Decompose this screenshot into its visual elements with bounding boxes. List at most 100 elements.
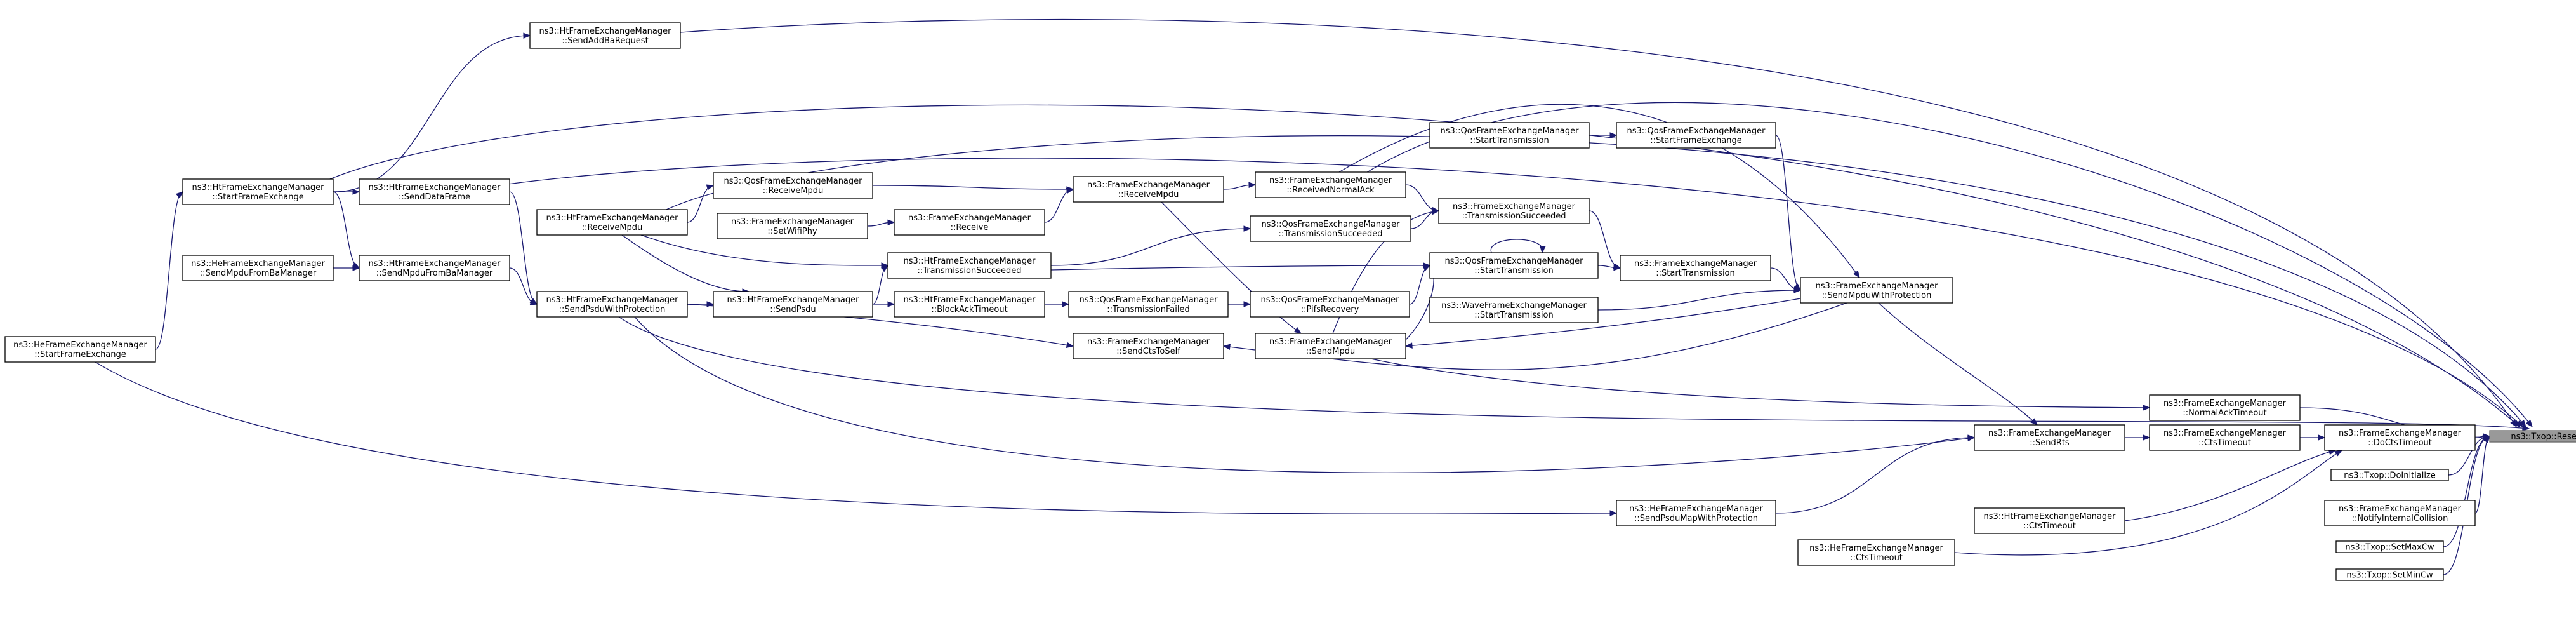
node-label-line: ns3::HeFrameExchangeManager bbox=[191, 259, 325, 269]
edge-ht_receivempdu-to-ht_txsucceeded bbox=[640, 234, 889, 269]
node-he_startfe[interactable]: ns3::HeFrameExchangeManager::StartFrameE… bbox=[4, 336, 156, 363]
node-ht_senddataframe[interactable]: ns3::HtFrameExchangeManager::SendDataFra… bbox=[359, 178, 510, 205]
node-txop_doinit[interactable]: ns3::Txop::DoInitialize bbox=[2330, 469, 2449, 481]
node-box bbox=[2335, 540, 2444, 553]
arrowhead bbox=[2318, 434, 2326, 441]
edge-ht_senddataframe-to-ht_sendpsduwithprot bbox=[509, 191, 538, 305]
node-label-line: ns3::HeFrameExchangeManager bbox=[1809, 544, 1943, 553]
edge-fem_receivednormalack-to-fem_txsucceeded bbox=[1405, 184, 1440, 213]
arrowhead bbox=[887, 219, 895, 226]
arrowhead bbox=[1404, 342, 1413, 349]
node-fem_sendmpduwithprot[interactable]: ns3::FrameExchangeManager::SendMpduWithP… bbox=[1800, 277, 1953, 304]
edge-ht_receivempdu-to-qos_receivempdu bbox=[687, 184, 715, 223]
node-he_ctstimeout[interactable]: ns3::HeFrameExchangeManager::CtsTimeout bbox=[1797, 539, 1955, 566]
node-label-line: ns3::Txop::ResetCw bbox=[2511, 432, 2576, 442]
node-qos_starttx_b[interactable]: ns3::QosFrameExchangeManager::StartTrans… bbox=[1429, 252, 1599, 279]
arrowhead bbox=[1609, 132, 1618, 138]
node-box bbox=[359, 255, 510, 281]
node-fem_receive[interactable]: ns3::FrameExchangeManager::Receive bbox=[894, 209, 1045, 236]
arrowhead bbox=[352, 265, 360, 271]
node-label-line: ns3::FrameExchangeManager bbox=[1087, 337, 1210, 347]
node-box bbox=[1250, 215, 1411, 242]
node-wave_starttx[interactable]: ns3::WaveFrameExchangeManager::StartTran… bbox=[1429, 297, 1599, 323]
node-fem_setwifiphy[interactable]: ns3::FrameExchangeManager::SetWifiPhy bbox=[717, 213, 868, 239]
node-label-line: ::SendRts bbox=[2030, 438, 2070, 448]
node-box bbox=[887, 252, 1052, 279]
arrowhead bbox=[1540, 246, 1546, 254]
node-qos_startfe[interactable]: ns3::QosFrameExchangeManager::StartFrame… bbox=[1616, 122, 1776, 149]
node-label-line: ::NotifyInternalCollision bbox=[2352, 514, 2448, 523]
node-txop_setmincw[interactable]: ns3::Txop::SetMinCw bbox=[2335, 568, 2444, 581]
node-label-line: ::SetWifiPhy bbox=[767, 227, 817, 236]
node-ht_sendmpdufromba[interactable]: ns3::HtFrameExchangeManager::SendMpduFro… bbox=[359, 255, 510, 281]
arrowhead bbox=[1967, 434, 1976, 441]
node-ht_blockacktimeout[interactable]: ns3::HtFrameExchangeManager::BlockAckTim… bbox=[894, 291, 1045, 318]
node-label-line: ::SendPsduMapWithProtection bbox=[1634, 514, 1758, 523]
node-ht_sendpsduwithprot[interactable]: ns3::HtFrameExchangeManager::SendPsduWit… bbox=[536, 291, 688, 318]
node-fem_receivednormalack[interactable]: ns3::FrameExchangeManager::ReceivedNorma… bbox=[1255, 171, 1406, 198]
edge-he_sendpsdumap-to-fem_sendrts bbox=[1775, 434, 1976, 514]
node-fem_normalacktimeout[interactable]: ns3::FrameExchangeManager::NormalAckTime… bbox=[2149, 394, 2301, 421]
edge-he_startfe-to-he_sendpsdumap bbox=[95, 361, 1618, 516]
node-fem_notifyintcoll[interactable]: ns3::FrameExchangeManager::NotifyInterna… bbox=[2324, 500, 2476, 526]
node-box bbox=[2335, 568, 2444, 581]
node-fem_sendctstoself[interactable]: ns3::FrameExchangeManager::SendCtsToSelf bbox=[1073, 333, 1224, 359]
node-box bbox=[1616, 500, 1776, 526]
arrowhead bbox=[2525, 419, 2533, 428]
node-ht_startfe[interactable]: ns3::HtFrameExchangeManager::StartFrameE… bbox=[182, 178, 334, 205]
node-fem_starttx[interactable]: ns3::FrameExchangeManager::StartTransmis… bbox=[1620, 255, 1771, 281]
node-fem_txsucceeded[interactable]: ns3::FrameExchangeManager::TransmissionS… bbox=[1438, 198, 1590, 224]
node-ht_ctstimeout[interactable]: ns3::HtFrameExchangeManager::CtsTimeout bbox=[1974, 507, 2125, 534]
arrowhead bbox=[1066, 342, 1074, 348]
node-label-line: ::StartTransmission bbox=[1474, 311, 1554, 320]
edge-fem_ctstimeout-to-fem_doctstimeout bbox=[2300, 434, 2326, 441]
edge-fem_sendmpdu-to-fem_normalacktimeout bbox=[1370, 358, 2151, 411]
node-label-line: ::CtsTimeout bbox=[1850, 553, 1903, 563]
node-ht_receivempdu[interactable]: ns3::HtFrameExchangeManager::ReceiveMpdu bbox=[536, 209, 688, 236]
node-label-line: ns3::QosFrameExchangeManager bbox=[723, 177, 862, 186]
node-label-line: ns3::HtFrameExchangeManager bbox=[539, 27, 672, 36]
arrowhead bbox=[880, 265, 889, 272]
node-label-line: ns3::HtFrameExchangeManager bbox=[1984, 512, 2117, 521]
arrowhead bbox=[2143, 434, 2151, 441]
node-fem_receivempdu[interactable]: ns3::FrameExchangeManager::ReceiveMpdu bbox=[1073, 176, 1224, 203]
node-box bbox=[1073, 176, 1224, 203]
node-fem_sendmpdu[interactable]: ns3::FrameExchangeManager::SendMpdu bbox=[1255, 333, 1406, 359]
node-qos_pifsrecovery[interactable]: ns3::QosFrameExchangeManager::PifsRecove… bbox=[1250, 291, 1410, 318]
node-ht_txsucceeded[interactable]: ns3::HtFrameExchangeManager::Transmissio… bbox=[887, 252, 1052, 279]
node-label-line: ns3::FrameExchangeManager bbox=[1634, 259, 1757, 269]
node-he_sendmpdufromba[interactable]: ns3::HeFrameExchangeManager::SendMpduFro… bbox=[182, 255, 334, 281]
node-label-line: ::ReceiveMpdu bbox=[1118, 190, 1179, 199]
node-txop_setmaxcw[interactable]: ns3::Txop::SetMaxCw bbox=[2335, 540, 2444, 553]
arrowhead bbox=[352, 189, 360, 195]
edge-he_sendmpdufromba-to-ht_sendmpdufromba bbox=[333, 265, 360, 271]
node-fem_sendrts[interactable]: ns3::FrameExchangeManager::SendRts bbox=[1974, 424, 2125, 451]
edge-fem_sendmpduwithprot-to-fem_sendmpdu bbox=[1404, 298, 1801, 349]
arrowhead bbox=[2143, 405, 2151, 411]
node-box bbox=[717, 213, 868, 239]
node-box bbox=[1974, 424, 2125, 451]
node-qos_receivempdu[interactable]: ns3::QosFrameExchangeManager::ReceiveMpd… bbox=[713, 172, 873, 199]
node-ht_sendpsdu[interactable]: ns3::HtFrameExchangeManager::SendPsdu bbox=[713, 291, 873, 318]
node-fem_ctstimeout[interactable]: ns3::FrameExchangeManager::CtsTimeout bbox=[2149, 424, 2301, 451]
node-label-line: ns3::FrameExchangeManager bbox=[731, 217, 854, 227]
arrowhead bbox=[1853, 270, 1860, 279]
node-he_sendpsdumap[interactable]: ns3::HeFrameExchangeManager::SendPsduMap… bbox=[1616, 500, 1776, 526]
node-label-line: ns3::FrameExchangeManager bbox=[1453, 202, 1576, 211]
node-label-line: ::SendMpduFromBaManager bbox=[200, 269, 317, 278]
node-qos_starttx_a[interactable]: ns3::QosFrameExchangeManager::StartTrans… bbox=[1429, 122, 1590, 149]
node-label-line: ::SendMpduFromBaManager bbox=[376, 269, 493, 278]
edge-qos_receivempdu-to-fem_receivempdu bbox=[872, 185, 1074, 192]
node-qos_txfailed[interactable]: ns3::QosFrameExchangeManager::Transmissi… bbox=[1068, 291, 1229, 318]
node-sendaddba[interactable]: ns3::HtFrameExchangeManager::SendAddBaRe… bbox=[529, 22, 681, 49]
node-fem_doctstimeout[interactable]: ns3::FrameExchangeManager::DoCtsTimeout bbox=[2324, 424, 2476, 451]
node-label-line: ns3::WaveFrameExchangeManager bbox=[1441, 301, 1587, 311]
node-qos_txsucceeded[interactable]: ns3::QosFrameExchangeManager::Transmissi… bbox=[1250, 215, 1411, 242]
node-box bbox=[182, 255, 334, 281]
node-box bbox=[894, 209, 1045, 236]
edge-fem_sendmpduwithprot-to-fem_sendrts bbox=[1878, 302, 2038, 426]
edge-ht_receivempdu-to-ht_sendpsdu bbox=[621, 234, 750, 295]
node-label-line: ns3::HtFrameExchangeManager bbox=[727, 295, 860, 305]
node-box bbox=[1255, 171, 1406, 198]
node-label-line: ::Receive bbox=[951, 223, 989, 232]
